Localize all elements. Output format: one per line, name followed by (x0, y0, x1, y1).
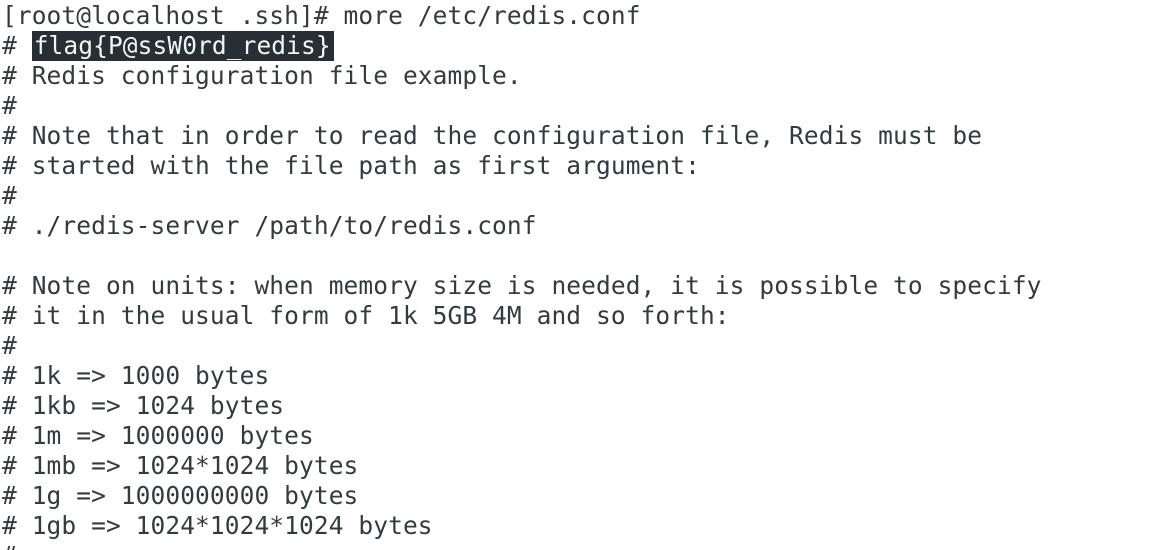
terminal-line-text: # it in the usual form of 1k 5GB 4M and … (2, 301, 730, 330)
terminal-line-text: # 1mb => 1024*1024 bytes (2, 451, 359, 480)
terminal-line-text: # (2, 91, 17, 120)
terminal-line: # 1k => 1000 bytes (2, 361, 1176, 391)
terminal-line-text: # 1g => 1000000000 bytes (2, 481, 359, 510)
terminal-line: # 1g => 1000000000 bytes (2, 481, 1176, 511)
terminal-line: # 1kb => 1024 bytes (2, 391, 1176, 421)
terminal-line-text: # Redis configuration file example. (2, 61, 522, 90)
terminal-line: # (2, 181, 1176, 211)
terminal-line: # flag{P@ssW0rd_redis} (2, 31, 1176, 61)
terminal-line: [root@localhost .ssh]# more /etc/redis.c… (2, 1, 1176, 31)
terminal-line: # (2, 91, 1176, 121)
terminal-line-text: # started with the file path as first ar… (2, 151, 700, 180)
terminal-line-text: # Note on units: when memory size is nee… (2, 271, 1042, 300)
terminal-line: # ./redis-server /path/to/redis.conf (2, 211, 1176, 241)
terminal-line: # Note that in order to read the configu… (2, 121, 1176, 151)
terminal-line-text: # 1kb => 1024 bytes (2, 391, 285, 420)
terminal-line: # Redis configuration file example. (2, 61, 1176, 91)
terminal-line-text: # (2, 31, 32, 60)
terminal-line-text: # (2, 541, 17, 550)
terminal-line: # started with the file path as first ar… (2, 151, 1176, 181)
terminal-line-text: [root@localhost .ssh]# more /etc/redis.c… (2, 1, 641, 30)
terminal-line-text: # 1k => 1000 bytes (2, 361, 270, 390)
terminal-line: # (2, 331, 1176, 361)
terminal-line-text: # Note that in order to read the configu… (2, 121, 983, 150)
terminal-line (2, 241, 1176, 271)
flag-highlight: flag{P@ssW0rd_redis} (31, 31, 334, 61)
terminal-line-text: # (2, 331, 17, 360)
terminal-line-text: # 1gb => 1024*1024*1024 bytes (2, 511, 433, 540)
terminal-line-text: # 1m => 1000000 bytes (2, 421, 314, 450)
terminal-line: # Note on units: when memory size is nee… (2, 271, 1176, 301)
terminal-line-text: # (2, 181, 17, 210)
terminal-line: # (2, 541, 1176, 550)
terminal-line: # it in the usual form of 1k 5GB 4M and … (2, 301, 1176, 331)
terminal-line: # 1m => 1000000 bytes (2, 421, 1176, 451)
terminal-line: # 1mb => 1024*1024 bytes (2, 451, 1176, 481)
terminal-line-text: # ./redis-server /path/to/redis.conf (2, 211, 537, 240)
terminal-line: # 1gb => 1024*1024*1024 bytes (2, 511, 1176, 541)
